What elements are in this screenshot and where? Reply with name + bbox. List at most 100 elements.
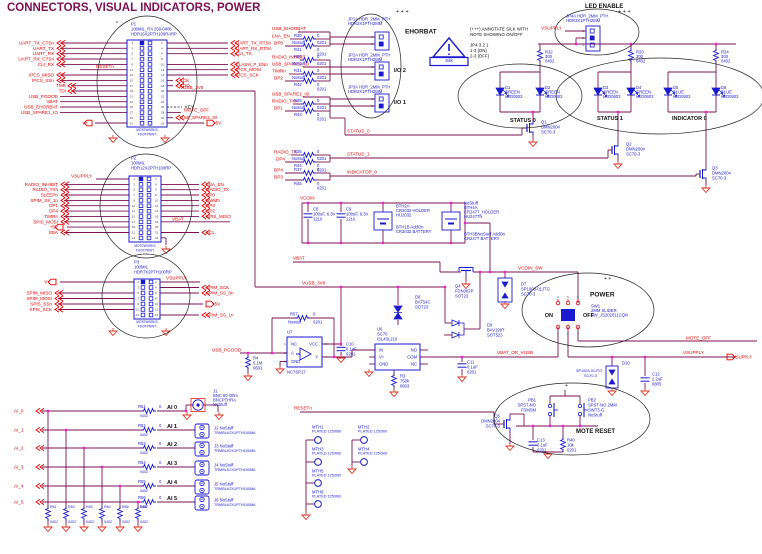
- terminal-block-icon: [199, 449, 205, 456]
- label-nostuff: Nostuff: [292, 105, 306, 110]
- terminal-block-icon: [201, 489, 203, 492]
- label-d8: D8: [415, 295, 421, 300]
- label-r30: R30: [294, 33, 302, 38]
- label-: +: [565, 383, 568, 389]
- label-4: 4: [557, 295, 559, 299]
- label-uart-rx-ctsn: UART_RX_CTSn: [18, 57, 54, 62]
- label-bth2a: BTH2A: [396, 204, 410, 209]
- annotation-ellipse: [101, 253, 191, 339]
- label-trmblk2x1pth100mil: TRMBLK2X1PTH100MIL: [214, 449, 256, 453]
- terminal-block-icon: [194, 460, 210, 476]
- port-chevron-icon: [60, 192, 70, 198]
- label-pb2: PB2: [588, 398, 597, 403]
- pin-number: 10: [161, 62, 165, 66]
- pin-number: 21: [130, 95, 134, 99]
- annotation-ellipse: [554, 8, 640, 56]
- label-dmn2004: DMN2004: [541, 125, 561, 130]
- terminal-block-icon: [194, 423, 210, 439]
- port-chevron-icon: [201, 312, 211, 318]
- label-led0603: LED0603: [673, 94, 691, 99]
- led-arrow-icon: [635, 92, 640, 97]
- port-chevron-icon: [60, 186, 70, 193]
- label-vsupply: VSUPPLY: [683, 350, 704, 355]
- resistor-icon: [141, 407, 156, 415]
- pin-number: 3: [131, 46, 133, 50]
- label-cr2032-battery: CR2032 BATTERY: [396, 229, 432, 234]
- label-0201: 0201: [537, 448, 547, 453]
- port-chevron-icon: [230, 40, 240, 46]
- resistor-icon: [301, 42, 316, 50]
- label-nc7sp17: NC7SP17: [287, 370, 306, 375]
- junction-dot: [64, 428, 68, 432]
- label-ipcs-sck: IPCS_SCK: [236, 73, 260, 78]
- resistor-icon: [141, 444, 156, 452]
- pin-number: 17: [130, 84, 134, 88]
- pin-number: 21: [132, 231, 136, 235]
- jumper-pin: [378, 96, 384, 102]
- label-sc70-3: SC70-3: [521, 292, 536, 297]
- label-0805: 0805: [652, 382, 662, 387]
- label-5v: +5V: [213, 121, 222, 126]
- pin-number: 23: [130, 100, 134, 104]
- port-chevron-icon: [201, 213, 211, 220]
- junction-dot: [616, 110, 620, 114]
- junction-dot: [184, 409, 188, 413]
- label-sw1: SW1: [591, 304, 601, 309]
- label-1-2-on: 1-2 [ON]: [470, 48, 487, 53]
- pin-number: 19: [132, 225, 136, 229]
- label-moteworks: MOTEWORKS: [134, 244, 155, 248]
- port-chevron-icon: [60, 229, 70, 236]
- mounting-hole-icon: [314, 458, 322, 466]
- label-led0603: LED0603: [505, 94, 523, 99]
- label-cr2477-holder: CR2477_HOLDER: [464, 210, 499, 215]
- label-bat54c: BAT54C: [415, 300, 431, 305]
- label-0201: 0201: [317, 61, 327, 66]
- resistor-icon: [301, 70, 316, 78]
- mounting-hole-icon: [360, 436, 368, 444]
- label-dp4: DP4: [276, 157, 285, 162]
- ground-icon: [107, 330, 119, 337]
- label-sc70: SC70: [377, 332, 388, 337]
- label-u7: U7: [287, 330, 293, 335]
- port-chevron-icon: [60, 181, 70, 188]
- label-usb-spare2-io: USB_SPARE2_IO: [180, 115, 218, 120]
- resistor-icon: [62, 506, 70, 521]
- connector-P2: [128, 175, 162, 243]
- port-chevron-icon: [201, 197, 211, 204]
- port-chevron-icon: [35, 483, 45, 489]
- label-sc70-3: SC70-3: [712, 176, 727, 181]
- junction-dot: [339, 241, 343, 245]
- label-r65: R65: [122, 505, 129, 509]
- label-footprint: FOOTPRINT: [138, 133, 156, 137]
- port-chevron-icon: [60, 213, 70, 220]
- label-0: 0: [317, 163, 320, 168]
- ground-icon: [242, 375, 254, 382]
- label-nostuff: Nostuff: [292, 75, 306, 80]
- label-: + + +: [396, 9, 409, 15]
- power-port-arrow-icon: [47, 278, 57, 286]
- label-spis-miso: SPIS_MISO: [206, 214, 231, 219]
- port-chevron-icon: [230, 50, 240, 57]
- label-r53: R53: [138, 441, 146, 446]
- power-port-arrow-icon: [83, 119, 93, 127]
- label-r34: R34: [721, 50, 729, 55]
- label-0603: 0603: [400, 384, 410, 389]
- connector-pin: [138, 235, 144, 241]
- label-blue: BLUE: [721, 90, 732, 95]
- pin-number: 14: [155, 313, 159, 317]
- pin-number: 5: [131, 52, 133, 56]
- label-spst-no: SPST-NO: [518, 403, 537, 408]
- label-trmblk2x1pth100mil: TRMBLK2X1PTH100MIL: [214, 431, 256, 435]
- label-sc70-3: SC70-3: [584, 374, 597, 378]
- junction-dot: [449, 201, 453, 205]
- label-moteworks: MOTEWORKS: [136, 128, 157, 132]
- connector-pin: [146, 187, 152, 192]
- mounting-hole-icon: [360, 458, 368, 466]
- label-com: COM: [407, 355, 417, 360]
- power-port-arrow-icon: [205, 300, 215, 308]
- label-mote-off: MOTE_OFF: [184, 108, 209, 113]
- pin-number: 19: [130, 89, 134, 93]
- label-mote-off: MOTE_OFF: [686, 336, 711, 341]
- label-dp3: DP3: [206, 203, 215, 208]
- connector-pin: [138, 208, 144, 214]
